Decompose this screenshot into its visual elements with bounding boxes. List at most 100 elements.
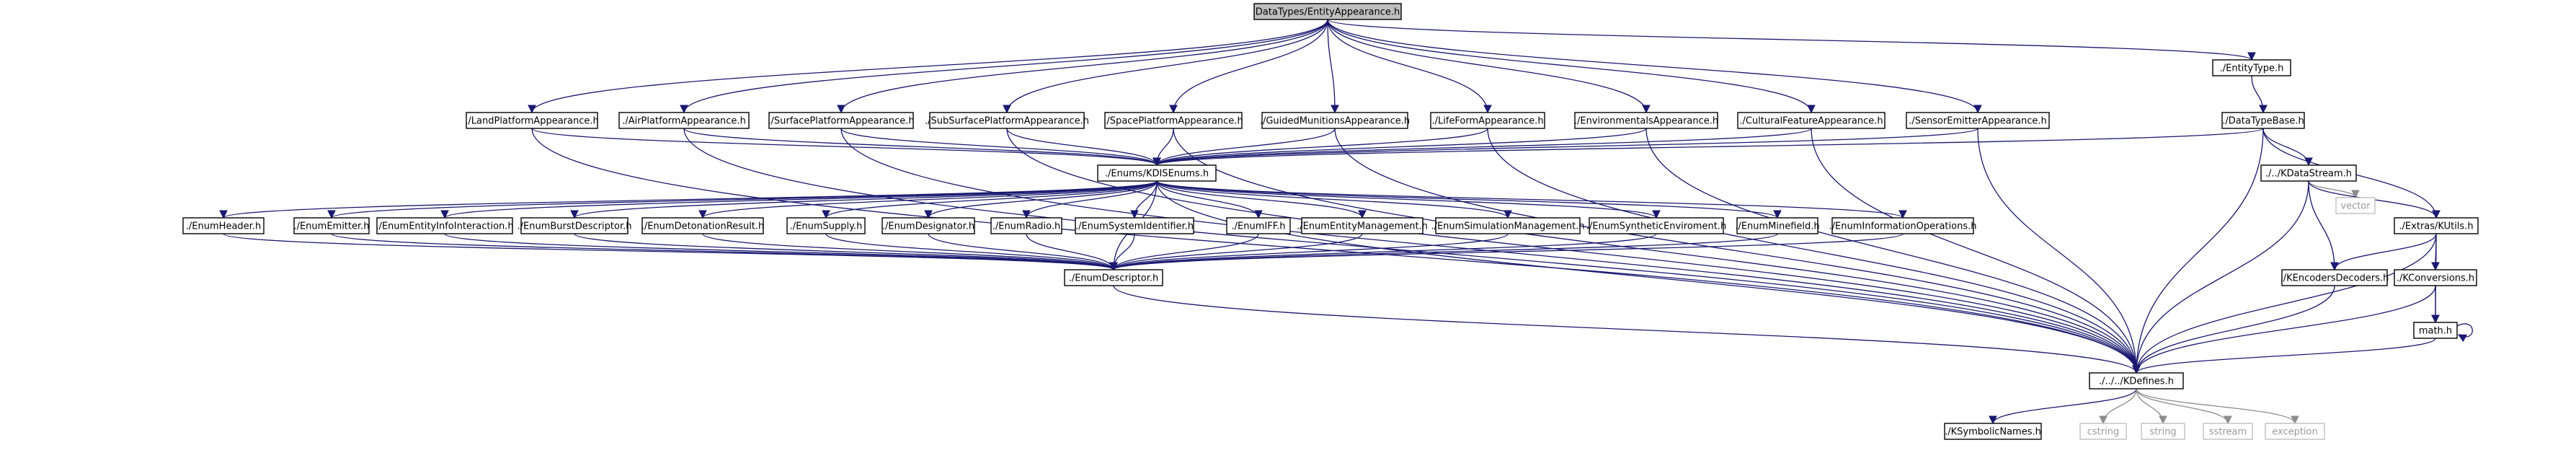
node-box: [2089, 372, 2184, 389]
node-utils[interactable]: ./Extras/KUtils.h: [2394, 217, 2479, 234]
node-eburst[interactable]: ./EnumBurstDescriptor.h: [518, 217, 632, 234]
edge-guided-to-defines: [1334, 128, 2141, 374]
node-eradio[interactable]: ./EnumRadio.h: [990, 217, 1062, 234]
node-box: [1226, 217, 1291, 234]
node-label: ./KSymbolicNames.h: [1945, 427, 2041, 438]
edge-defines-to-cstring: [2099, 388, 2137, 425]
edge-entitytype-to-datatypebase: [2251, 75, 2268, 114]
node-eemitter[interactable]: ./EnumEmitter.h: [293, 217, 370, 234]
node-conv[interactable]: ./KConversions.h: [2394, 269, 2477, 286]
edge-eburst-to-edesc: [574, 233, 1118, 271]
node-math[interactable]: math.h: [2413, 322, 2458, 339]
edge-datatypebase-to-defines: [2132, 128, 2264, 374]
node-box: [2203, 423, 2253, 440]
node-box: [1430, 112, 1545, 129]
edge-enums-to-esupply: [822, 180, 1158, 219]
node-emine[interactable]: ./EnumMinefield.h: [1735, 217, 1820, 234]
node-life[interactable]: ./LifeFormAppearance.h: [1430, 112, 1545, 129]
node-label: ./EnumSupply.h: [790, 221, 863, 232]
node-label: ./LandPlatformAppearance.h: [465, 116, 598, 127]
node-cstring: cstring: [2079, 423, 2127, 440]
edge-defines-to-symbolic: [1989, 388, 2137, 425]
node-exception: exception: [2265, 423, 2325, 440]
node-label: ./EnumDesignator.h: [882, 221, 974, 232]
node-box: [2394, 269, 2477, 286]
edge-utils-to-defines: [2132, 233, 2437, 374]
node-box: [2212, 59, 2291, 76]
edge-air-to-enums: [683, 128, 1161, 167]
edge-math-to-math: [2456, 323, 2473, 343]
node-guided[interactable]: ./GuidedMunitionsAppearance.h: [1260, 112, 1410, 129]
node-enums[interactable]: ./Enums/KDISEnums.h: [1097, 164, 1217, 182]
node-box: [1831, 217, 1974, 234]
node-space[interactable]: ./SpacePlatformAppearance.h: [1103, 112, 1243, 129]
edge-enums-to-eradio: [1022, 180, 1158, 219]
node-sstream: sstream: [2203, 423, 2253, 440]
node-box: [2335, 197, 2376, 214]
node-label: ./EnumSimulationManagement.h: [1431, 221, 1584, 232]
edge-root-to-cultural: [1327, 19, 1816, 114]
edge-math-to-defines: [2132, 338, 2436, 374]
node-box: [1737, 112, 1886, 129]
node-env[interactable]: ./EnvironmentalsAppearance.h: [1574, 112, 1718, 129]
node-label: ./DataTypeBase.h: [2222, 116, 2304, 127]
edge-defines-to-exception: [2136, 388, 2299, 425]
node-defines[interactable]: ./../../KDefines.h: [2089, 372, 2184, 389]
edge-enums-to-eburst: [570, 180, 1158, 219]
node-edesc[interactable]: ./EnumDescriptor.h: [1064, 269, 1163, 286]
graph-nodes: DataTypes/EntityAppearance.h ./EntityType…: [182, 3, 2479, 440]
edge-enums-to-esynth: [1156, 180, 1661, 219]
node-box: [1064, 269, 1163, 286]
node-esimmgmt[interactable]: ./EnumSimulationManagement.h: [1431, 217, 1585, 234]
node-eiff[interactable]: ./EnumIFF.h: [1226, 217, 1291, 234]
node-datatypebase[interactable]: ./DataTypeBase.h: [2221, 112, 2305, 129]
node-subsurface[interactable]: ./SubSurfacePlatformAppearance.h: [925, 112, 1089, 129]
node-cultural[interactable]: ./CulturalFeatureAppearance.h: [1737, 112, 1886, 129]
node-einfo[interactable]: ./EnumEntityInfoInteraction.h: [376, 217, 514, 234]
node-esynth[interactable]: ./EnumSyntheticEnviroment.h: [1586, 217, 1726, 234]
node-label: math.h: [2419, 326, 2452, 337]
node-symbolic[interactable]: ./KSymbolicNames.h: [1944, 423, 2042, 440]
edge-enums-to-emine: [1156, 180, 1782, 219]
edge-edeton-to-edesc: [702, 233, 1118, 271]
node-label: ./SensorEmitterAppearance.h: [1909, 116, 2047, 127]
node-esupply[interactable]: ./EnumSupply.h: [786, 217, 866, 234]
node-sensor[interactable]: ./SensorEmitterAppearance.h: [1906, 112, 2050, 129]
node-box: [1104, 112, 1243, 129]
node-encdec[interactable]: ./KEncodersDecoders.h: [2280, 269, 2389, 286]
edge-einfo-to-edesc: [444, 233, 1118, 271]
node-box: [520, 217, 629, 234]
node-datastream[interactable]: ./../KDataStream.h: [2260, 164, 2357, 182]
node-edeton[interactable]: ./EnumDetonationResult.h: [641, 217, 765, 234]
node-air[interactable]: ./AirPlatformAppearance.h: [618, 112, 750, 129]
node-label: ./EnumEntityManagement.h: [1297, 221, 1428, 232]
edge-root-to-sensor: [1327, 19, 1982, 114]
edge-enums-to-defines: [1156, 180, 2141, 374]
node-box: [881, 217, 975, 234]
node-entitytype[interactable]: ./EntityType.h: [2212, 59, 2291, 76]
node-root[interactable]: DataTypes/EntityAppearance.h: [1253, 3, 1402, 20]
edge-root-to-land: [528, 19, 1328, 114]
edge-esynth-to-edesc: [1109, 233, 1657, 271]
edge-root-to-env: [1327, 19, 1651, 114]
node-esysid[interactable]: ./EnumSystemIdentifier.h: [1075, 217, 1194, 234]
node-eentmgmt[interactable]: ./EnumEntityManagement.h: [1297, 217, 1428, 234]
node-label: vector: [2340, 201, 2371, 212]
node-edesig[interactable]: ./EnumDesignator.h: [881, 217, 975, 234]
edge-defines-to-string: [2136, 388, 2167, 425]
node-einfoops[interactable]: ./EnumInformationOperations.h: [1829, 217, 1977, 234]
edge-space-to-enums: [1152, 128, 1174, 167]
edge-datatypebase-to-enums: [1152, 128, 2264, 167]
edge-eiff-to-edesc: [1109, 233, 1259, 271]
node-box: [618, 112, 750, 129]
node-land[interactable]: ./LandPlatformAppearance.h: [465, 112, 599, 129]
node-label: ./SurfacePlatformAppearance.h: [768, 116, 914, 127]
node-surface[interactable]: ./SurfacePlatformAppearance.h: [768, 112, 915, 129]
edge-enums-to-edeton: [698, 180, 1158, 219]
node-label: ./EnumRadio.h: [992, 221, 1061, 232]
node-eheader[interactable]: ./EnumHeader.h: [182, 217, 265, 234]
node-box: [1574, 112, 1718, 129]
node-box: [2265, 423, 2325, 440]
edge-enums-to-eentmgmt: [1156, 180, 1367, 219]
